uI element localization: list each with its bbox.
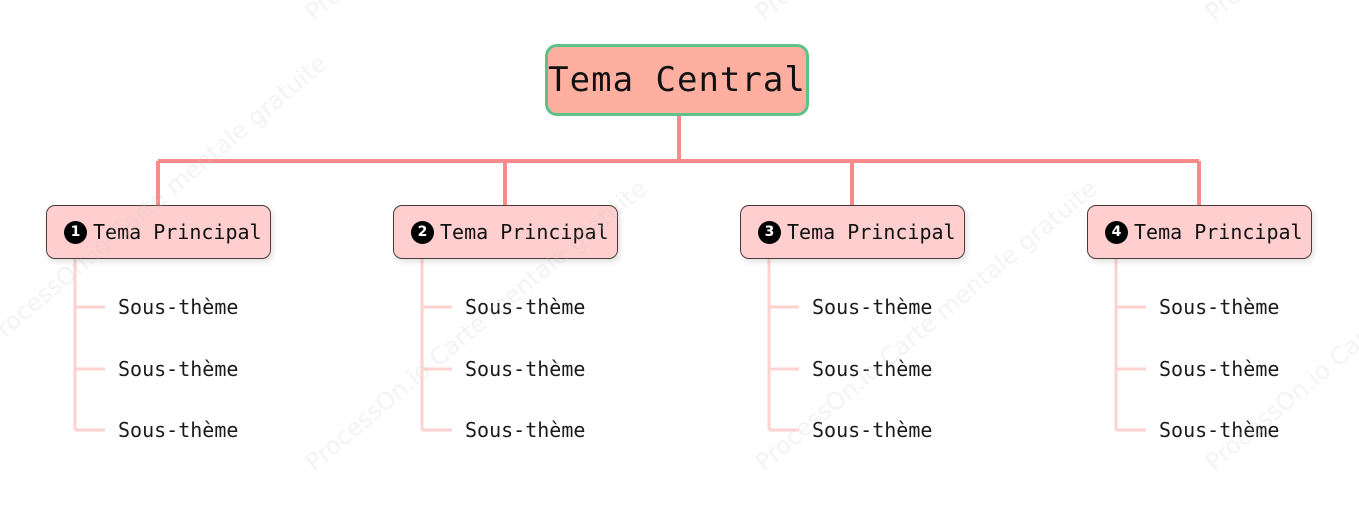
number-1-icon: 1 bbox=[64, 220, 87, 244]
sub-topic-2-1[interactable]: Sous-thème bbox=[465, 295, 586, 319]
main-topic-label: Tema Principal bbox=[93, 220, 262, 244]
sub-connectors bbox=[73, 259, 1146, 432]
main-topic-label: Tema Principal bbox=[787, 220, 956, 244]
sub-topic-3-2[interactable]: Sous-thème bbox=[812, 357, 933, 381]
sub-topic-3-3[interactable]: Sous-thème bbox=[812, 418, 933, 442]
sub-topic-4-3[interactable]: Sous-thème bbox=[1159, 418, 1280, 442]
number-2-icon: 2 bbox=[411, 220, 434, 244]
main-topic-label: Tema Principal bbox=[440, 220, 609, 244]
central-topic[interactable]: Tema Central bbox=[545, 44, 809, 116]
sub-topic-2-3[interactable]: Sous-thème bbox=[465, 418, 586, 442]
sub-topic-4-1[interactable]: Sous-thème bbox=[1159, 295, 1280, 319]
sub-topic-1-3[interactable]: Sous-thème bbox=[118, 418, 239, 442]
main-topic-4[interactable]: 4 Tema Principal bbox=[1087, 205, 1312, 259]
main-connectors bbox=[156, 116, 1201, 205]
sub-topic-1-2[interactable]: Sous-thème bbox=[118, 357, 239, 381]
sub-topic-3-1[interactable]: Sous-thème bbox=[812, 295, 933, 319]
number-3-icon: 3 bbox=[758, 220, 781, 244]
main-topic-label: Tema Principal bbox=[1134, 220, 1303, 244]
main-topic-3[interactable]: 3 Tema Principal bbox=[740, 205, 965, 259]
sub-topic-2-2[interactable]: Sous-thème bbox=[465, 357, 586, 381]
sub-topic-1-1[interactable]: Sous-thème bbox=[118, 295, 239, 319]
main-topic-2[interactable]: 2 Tema Principal bbox=[393, 205, 618, 259]
main-topic-1[interactable]: 1 Tema Principal bbox=[46, 205, 271, 259]
sub-topic-4-2[interactable]: Sous-thème bbox=[1159, 357, 1280, 381]
number-4-icon: 4 bbox=[1105, 220, 1128, 244]
central-topic-label: Tema Central bbox=[548, 60, 806, 100]
